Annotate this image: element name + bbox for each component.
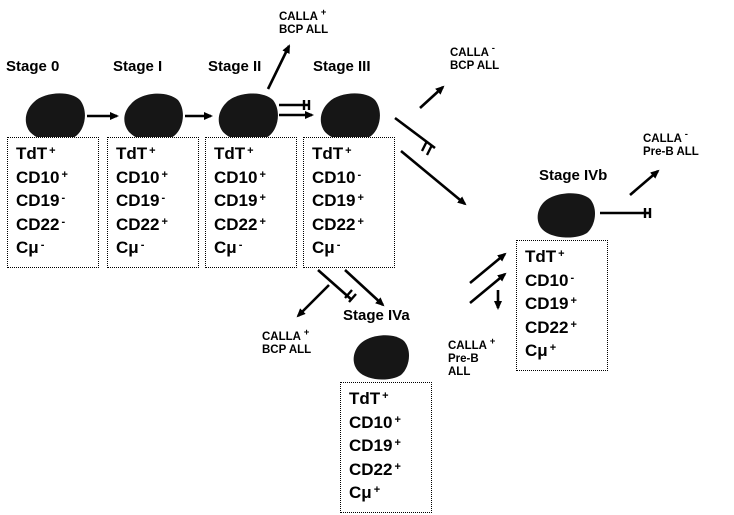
marker-row: CD10+ — [116, 166, 198, 190]
marker-row: CD10+ — [16, 166, 98, 190]
marker-row: CD19+ — [525, 292, 607, 316]
marker-row: TdT+ — [16, 142, 98, 166]
marker-row: TdT+ — [349, 387, 431, 411]
stage4b-cell-icon — [534, 188, 598, 240]
stage4b-marker-box: TdT+ CD10- CD19+ CD22+ Cμ+ — [516, 240, 608, 371]
marker-row: Cμ- — [116, 236, 198, 260]
marker-row: Cμ+ — [349, 481, 431, 505]
stage1-label: Stage I — [113, 58, 162, 75]
marker-row: CD19+ — [349, 434, 431, 458]
marker-row: CD19+ — [214, 189, 296, 213]
stage2-marker-box: TdT+ CD10+ CD19+ CD22+ Cμ- — [205, 137, 297, 268]
stage4b-label: Stage IVb — [539, 167, 607, 184]
stage2-cell-icon — [215, 88, 281, 144]
marker-row: TdT+ — [525, 245, 607, 269]
blocked-line-stage3 — [395, 118, 435, 148]
marker-row: CD10+ — [214, 166, 296, 190]
marker-row: TdT+ — [116, 142, 198, 166]
marker-row: CD19- — [116, 189, 198, 213]
outcome-calla-pos-preb-all: CALLA + Pre-B ALL — [448, 335, 495, 379]
outcome-calla-pos-bcp-all-bottom: CALLA + BCP ALL — [262, 326, 311, 357]
marker-row: CD10- — [525, 269, 607, 293]
marker-row: CD10+ — [349, 411, 431, 435]
stage2-label: Stage II — [208, 58, 261, 75]
marker-row: TdT+ — [214, 142, 296, 166]
outcome-calla-pos-bcp-all-top: CALLA + BCP ALL — [279, 6, 328, 37]
block-bar-stage3-a — [422, 141, 427, 151]
marker-row: Cμ- — [16, 236, 98, 260]
marker-row: Cμ- — [312, 236, 394, 260]
arrow-stage3-to-calla-pos-bcp-bottom — [298, 285, 329, 316]
stage1-cell-icon — [121, 88, 187, 144]
arrow-stage2-to-calla-pos-bcp-top — [268, 46, 289, 89]
marker-row: Cμ+ — [525, 339, 607, 363]
outcome-calla-neg-bcp-all: CALLA - BCP ALL — [450, 42, 499, 73]
arrow-stage4b-to-calla-neg-preb — [630, 171, 658, 195]
marker-row: Cμ- — [214, 236, 296, 260]
stage0-label: Stage 0 — [6, 58, 59, 75]
arrow-stage3-to-stage4b — [401, 151, 465, 204]
marker-row: TdT+ — [312, 142, 394, 166]
stage4a-label: Stage IVa — [343, 307, 410, 324]
stage3-cell-icon — [317, 88, 383, 144]
marker-row: CD22+ — [214, 213, 296, 237]
marker-row: CD22+ — [349, 458, 431, 482]
stage1-marker-box: TdT+ CD10+ CD19- CD22+ Cμ- — [107, 137, 199, 268]
stage4a-cell-icon — [350, 330, 412, 382]
marker-row: CD10- — [312, 166, 394, 190]
arrow-stage3-to-calla-neg-bcp — [420, 87, 443, 108]
stage3-marker-box: TdT+ CD10- CD19+ CD22+ Cμ- — [303, 137, 395, 268]
stage3-label: Stage III — [313, 58, 371, 75]
outcome-calla-neg-preb-all: CALLA - Pre-B ALL — [643, 128, 699, 159]
stage4a-marker-box: TdT+ CD10+ CD19+ CD22+ Cμ+ — [340, 382, 432, 513]
marker-row: CD19+ — [312, 189, 394, 213]
block-bar-stage3-b — [427, 145, 432, 155]
marker-row: CD22+ — [525, 316, 607, 340]
marker-row: CD19- — [16, 189, 98, 213]
marker-row: CD22+ — [312, 213, 394, 237]
stage0-marker-box: TdT+ CD10+ CD19- CD22- Cμ- — [7, 137, 99, 268]
stage0-cell-icon — [22, 88, 88, 144]
marker-row: CD22+ — [116, 213, 198, 237]
marker-row: CD22- — [16, 213, 98, 237]
